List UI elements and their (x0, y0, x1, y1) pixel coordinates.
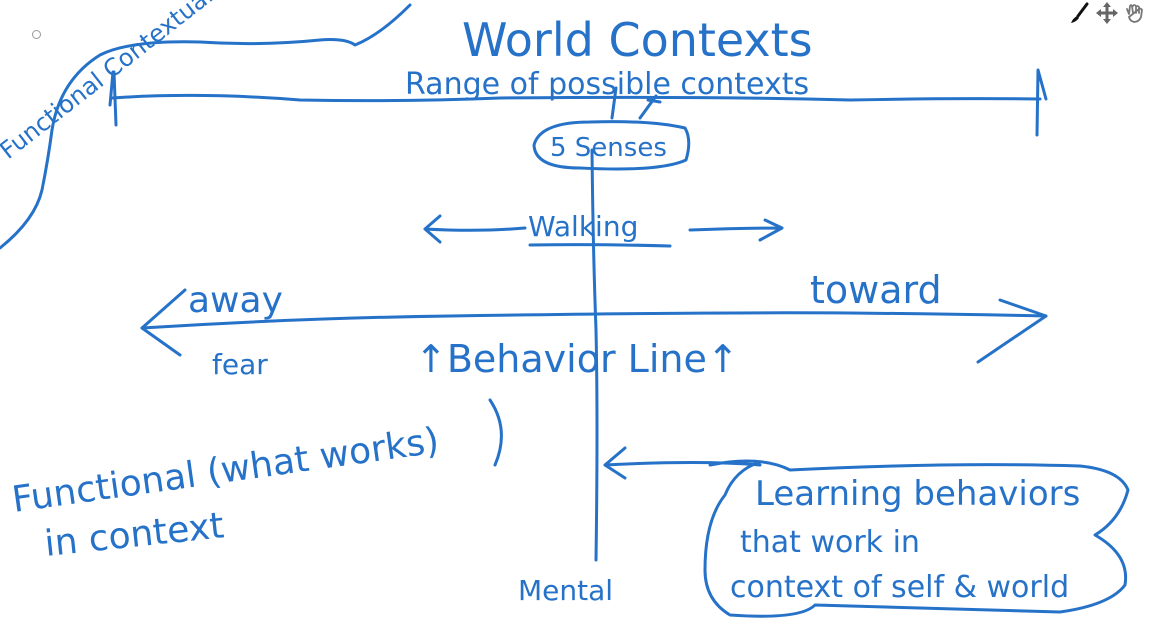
pen-tool-button[interactable] (1067, 1, 1091, 25)
up-arrow-small (638, 94, 662, 120)
range-right-tick (1035, 68, 1048, 137)
hand-icon (1126, 4, 1143, 23)
away-label: away (188, 280, 283, 321)
fear-label: fear (212, 348, 268, 381)
world-contexts-title: World Contexts (462, 13, 813, 67)
walking-right-arrow (688, 218, 784, 242)
in-context-label: in context (43, 505, 226, 565)
functional-contextualism-label: Functional Contextualism (0, 0, 251, 165)
brush-icon (1071, 2, 1089, 23)
pan-tool-button[interactable] (1123, 1, 1147, 25)
range-left-tick (108, 70, 118, 127)
move-arrows-icon (1096, 2, 1118, 24)
five-senses-label: 5 Senses (550, 133, 667, 163)
move-tool-button[interactable] (1095, 1, 1119, 25)
learning-line2: that work in (740, 525, 920, 560)
learning-line1: Learning behaviors (755, 474, 1080, 514)
away-arrowhead (140, 288, 187, 357)
range-connector (610, 86, 618, 120)
toward-label: toward (810, 268, 942, 312)
learning-line3: context of self & world (730, 570, 1069, 605)
learning-cloud (703, 459, 1130, 618)
learning-arrow (603, 446, 762, 480)
mental-label: Mental (518, 574, 613, 607)
walking-left-arrow (423, 214, 527, 244)
range-of-contexts-label: Range of possible contexts (405, 67, 809, 102)
five-senses-ellipse (532, 120, 691, 171)
walking-underline (528, 243, 672, 248)
walking-label: Walking (528, 210, 638, 243)
closing-paren (488, 398, 503, 467)
ink-toolbar (1067, 0, 1147, 26)
functional-contextualism-curve (0, 3, 412, 250)
toward-arrowhead (976, 298, 1048, 364)
range-line (110, 93, 1042, 103)
vertical-axis (590, 148, 599, 562)
functional-what-works-label: Functional (what works) (10, 420, 442, 521)
pointer-cursor (32, 30, 41, 39)
behavior-line (140, 311, 1048, 330)
behavior-line-label: ↑Behavior Line↑ (415, 337, 739, 381)
